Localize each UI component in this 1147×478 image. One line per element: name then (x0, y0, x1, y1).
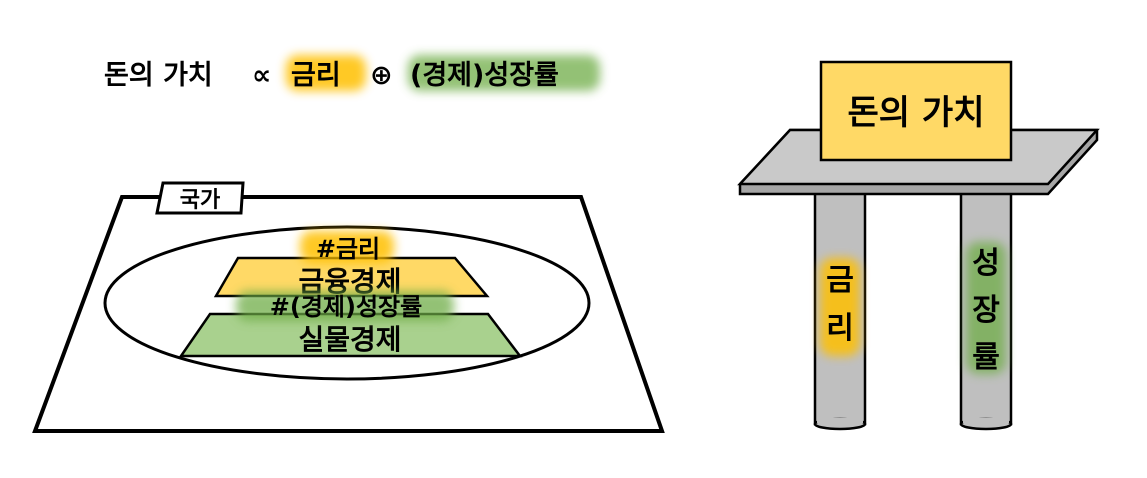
oplus-symbol: ⊕ (370, 60, 393, 91)
growth-pillar-char-1: 성 (972, 246, 1000, 281)
interest-tag-highlight (300, 231, 394, 263)
interest-pillar-char-1: 금 (826, 263, 854, 298)
growth-tag-highlight (236, 291, 454, 321)
real-economy-label: 실물경제 (298, 323, 401, 356)
formula-interest-term: 금리 (291, 60, 341, 91)
growth-pillar-char-2: 장 (972, 293, 1000, 328)
country-tab (155, 181, 245, 215)
growth-pillar-highlight (966, 242, 1006, 374)
left-pillar-base-fill (817, 418, 863, 423)
proportional-symbol: ∝ (252, 60, 271, 91)
money-value-label: 돈의 가치 (848, 93, 985, 133)
table-diagram: 돈의 가치 금 리 성 장 률 (737, 60, 1100, 431)
money-value-box (819, 60, 1013, 162)
interest-pillar-char-2: 리 (826, 311, 854, 346)
right-pillar-base-fill (963, 418, 1009, 423)
formula: 돈의 가치 ∝ 금리 ⊕ (경제)성장률 (104, 55, 600, 91)
growth-highlight (408, 55, 600, 91)
country-tab-label: 국가 (180, 188, 220, 213)
country-diagram: 국가 금융경제 실물경제 #금리 #(경제)성장률 (32, 181, 665, 433)
interest-highlight (286, 55, 366, 91)
formula-value-term: 돈의 가치 (104, 60, 213, 91)
growth-tag: #(경제)성장률 (270, 293, 422, 321)
growth-pillar-char-3: 률 (972, 340, 1000, 375)
interest-pillar-highlight (820, 258, 860, 356)
interest-tag: #금리 (316, 235, 380, 263)
formula-growth-term: (경제)성장률 (410, 60, 559, 91)
